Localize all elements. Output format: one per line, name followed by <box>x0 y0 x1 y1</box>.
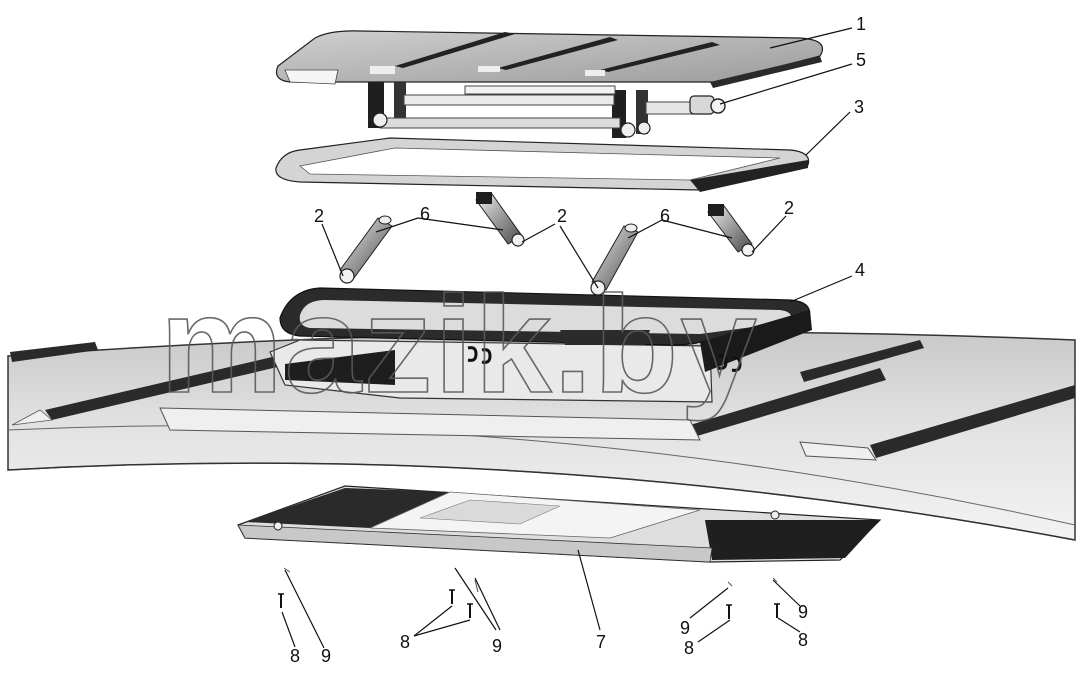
fitting-2 <box>511 233 525 247</box>
fitting-2 <box>741 243 755 257</box>
callout-9: 9 <box>798 602 808 622</box>
lid-rib <box>600 42 720 72</box>
hatch-lid-1 <box>275 30 824 88</box>
roof-rib <box>10 342 98 362</box>
lid-rib <box>498 37 618 70</box>
lid-hinge-mechanism <box>368 82 726 138</box>
screw-8 <box>774 603 780 618</box>
callout-1: 1 <box>856 14 866 34</box>
hatch-frame-4 <box>269 287 812 403</box>
callout-8: 8 <box>400 632 410 652</box>
gas-strut-6-center-left <box>475 192 525 247</box>
watermark: mazik.by <box>160 268 759 422</box>
callout-labels: 1 5 3 2 6 2 6 2 4 8 9 8 9 7 9 8 9 8 <box>290 14 866 666</box>
callout-3: 3 <box>854 97 864 117</box>
callout-2: 2 <box>784 198 794 218</box>
washer-9 <box>772 577 778 583</box>
callout-8: 8 <box>684 638 694 658</box>
cab-roof <box>7 331 1076 541</box>
screw-8 <box>278 593 284 608</box>
latch-clip <box>717 354 742 372</box>
leader-lines <box>281 27 853 649</box>
washer-9 <box>727 581 733 587</box>
callout-6: 6 <box>420 204 430 224</box>
callout-5: 5 <box>856 50 866 70</box>
fitting-2 <box>339 268 355 284</box>
pin-5 <box>689 95 726 115</box>
callout-6: 6 <box>660 206 670 226</box>
callout-9: 9 <box>680 618 690 638</box>
roof-rib <box>690 368 886 436</box>
inner-trim-panel-7 <box>237 485 882 563</box>
callout-9: 9 <box>321 646 331 666</box>
washer-9 <box>474 579 479 593</box>
latch-clip <box>467 346 492 364</box>
seal-gasket-3 <box>275 137 810 192</box>
gas-strut-6-right <box>707 204 755 257</box>
screw-8 <box>726 604 732 619</box>
lid-rib <box>395 32 515 68</box>
callout-4: 4 <box>855 260 865 280</box>
callout-9: 9 <box>492 636 502 656</box>
roof-rib <box>870 385 1075 458</box>
roof-rib <box>800 340 924 382</box>
washer-9 <box>283 567 291 573</box>
screw-8 <box>467 603 473 618</box>
callout-8: 8 <box>798 630 808 650</box>
screw-8 <box>449 589 455 604</box>
callout-7: 7 <box>596 632 606 652</box>
callout-2: 2 <box>314 206 324 226</box>
callout-2: 2 <box>557 206 567 226</box>
gas-strut-6-left <box>339 215 393 284</box>
callout-8: 8 <box>290 646 300 666</box>
